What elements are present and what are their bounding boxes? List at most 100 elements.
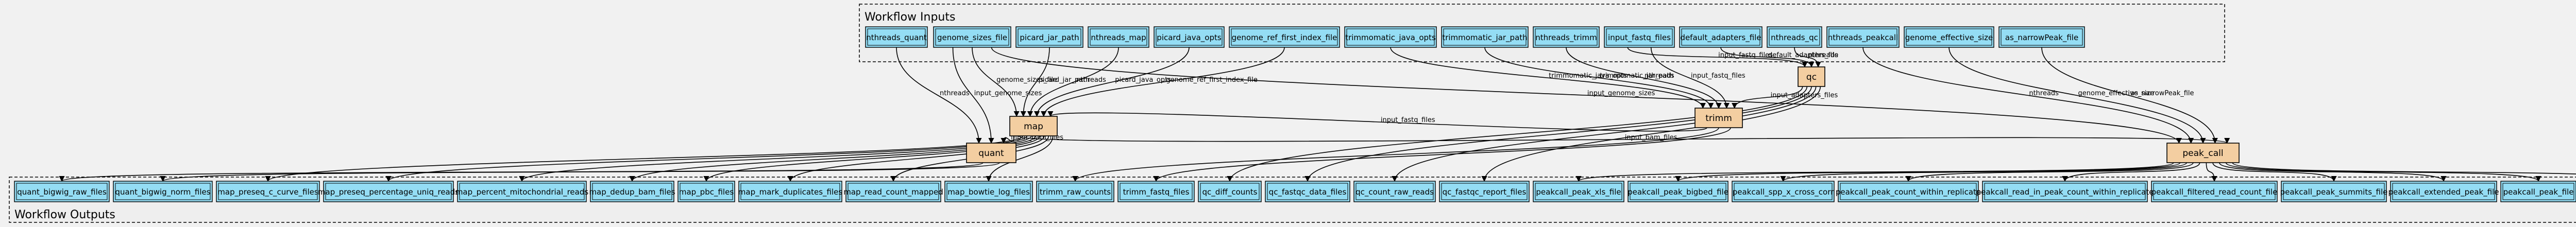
input-node-genome_sizes_file[interactable]: genome_sizes_file bbox=[933, 26, 1011, 48]
node-box bbox=[1628, 181, 1728, 202]
node-label: trimmomatic_java_opts bbox=[1345, 33, 1436, 43]
edge-peak_call-to-peakcall_spp_x_cross_corr bbox=[1780, 162, 2187, 182]
step-node-qc[interactable]: qc bbox=[1798, 66, 1825, 87]
step-node-map[interactable]: map bbox=[1009, 116, 1058, 136]
node-label: map_pbc_files bbox=[679, 187, 734, 197]
output-node-qc_count_raw_reads[interactable]: qc_count_raw_reads bbox=[1353, 181, 1436, 202]
edge-label: picard_java_opts bbox=[1115, 76, 1171, 84]
node-label: qc_fastqc_data_files bbox=[1269, 187, 1347, 197]
input-node-genome_ref_first_index_file[interactable]: genome_ref_first_index_file bbox=[1229, 26, 1340, 48]
edge-qc-to-qc_diff_counts bbox=[1227, 86, 1808, 182]
output-node-peakcall_extended_peak_file[interactable]: peakcall_extended_peak_file bbox=[2388, 181, 2499, 202]
output-node-quant_bigwig_raw_files[interactable]: quant_bigwig_raw_files bbox=[14, 181, 110, 202]
output-node-qc_fastqc_report_files[interactable]: qc_fastqc_report_files bbox=[1439, 181, 1530, 202]
output-node-map_preseq_c_curve_files[interactable]: map_preseq_c_curve_files bbox=[216, 181, 320, 202]
node-box bbox=[1229, 26, 1340, 48]
edge-label: nthreads bbox=[2029, 90, 2059, 97]
node-box bbox=[845, 181, 941, 202]
node-box bbox=[113, 181, 213, 202]
input-node-trimmomatic_java_opts[interactable]: trimmomatic_java_opts bbox=[1344, 26, 1437, 48]
node-box bbox=[2166, 143, 2240, 163]
node-box bbox=[1533, 181, 1624, 202]
output-node-peakcall_read_in_peak_count_within_replicate[interactable]: peakcall_read_in_peak_count_within_repli… bbox=[1976, 181, 2154, 202]
inputs-cluster-title: Workflow Inputs bbox=[865, 11, 955, 24]
output-node-map_mark_duplicates_files[interactable]: map_mark_duplicates_files bbox=[738, 181, 843, 202]
node-box bbox=[1009, 116, 1058, 136]
node-label: peakcall_peak_summits_file bbox=[2280, 187, 2388, 197]
node-label: trimmomatic_jar_path bbox=[1442, 33, 1527, 43]
edge-label: input_fastq_files bbox=[1691, 72, 1745, 80]
output-node-peakcall_filtered_read_count_file[interactable]: peakcall_filtered_read_count_file bbox=[2151, 181, 2278, 202]
edge-input_fastq_files-to-trimm bbox=[1650, 47, 1730, 109]
output-node-map_preseq_percentage_uniq_reads[interactable]: map_preseq_percentage_uniq_reads bbox=[318, 181, 459, 202]
input-node-as_narrowPeak_file[interactable]: as_narrowPeak_file bbox=[1998, 26, 2085, 48]
output-node-qc_diff_counts[interactable]: qc_diff_counts bbox=[1198, 181, 1262, 202]
output-node-peakcall_peak_file[interactable]: peakcall_peak_file bbox=[2500, 181, 2576, 202]
input-node-nthreads_peakcall[interactable]: nthreads_peakcall bbox=[1826, 26, 1900, 48]
output-node-peakcall_peak_count_within_replicate[interactable]: peakcall_peak_count_within_replicate bbox=[1836, 181, 1981, 202]
edge-nthreads_trimm-to-trimm bbox=[1566, 47, 1722, 109]
node-inner-border bbox=[1018, 28, 1081, 46]
output-node-map_read_count_mapped[interactable]: map_read_count_mapped bbox=[843, 181, 943, 202]
node-box bbox=[1838, 181, 1979, 202]
node-box bbox=[1679, 26, 1762, 48]
input-node-input_fastq_files[interactable]: input_fastq_files bbox=[1604, 26, 1675, 48]
node-label: picard_jar_path bbox=[1020, 33, 1079, 43]
input-node-default_adapters_file[interactable]: default_adapters_file bbox=[1679, 26, 1762, 48]
output-node-trimm_raw_counts[interactable]: trimm_raw_counts bbox=[1036, 181, 1114, 202]
edge-label: nthreads bbox=[940, 90, 970, 97]
node-label: map_mark_duplicates_files bbox=[738, 187, 843, 197]
output-node-peakcall_spp_x_cross_corr[interactable]: peakcall_spp_x_cross_corr bbox=[1732, 181, 1835, 202]
input-node-nthreads_quant[interactable]: nthreads_quant bbox=[865, 26, 928, 48]
step-node-peak_call[interactable]: peak_call bbox=[2166, 143, 2240, 163]
step-node-quant[interactable]: quant bbox=[966, 143, 1016, 163]
output-node-qc_fastqc_data_files[interactable]: qc_fastqc_data_files bbox=[1265, 181, 1350, 202]
node-box bbox=[323, 181, 454, 202]
node-inner-border bbox=[2392, 183, 2495, 200]
node-inner-border bbox=[1630, 183, 1726, 200]
output-node-map_pbc_files[interactable]: map_pbc_files bbox=[677, 181, 735, 202]
output-node-map_percent_mitochondrial_reads[interactable]: map_percent_mitochondrial_reads bbox=[455, 181, 589, 202]
node-inner-border bbox=[1355, 183, 1434, 200]
node-label: peakcall_read_in_peak_count_within_repli… bbox=[1976, 187, 2154, 197]
node-box bbox=[1732, 181, 1835, 202]
input-node-picard_jar_path[interactable]: picard_jar_path bbox=[1015, 26, 1083, 48]
input-node-picard_java_opts[interactable]: picard_java_opts bbox=[1154, 26, 1225, 48]
node-box bbox=[1533, 26, 1600, 48]
node-inner-border bbox=[740, 183, 840, 200]
edge-map-to-map_mark_duplicates_files bbox=[787, 135, 1045, 182]
output-node-peakcall_peak_xls_file[interactable]: peakcall_peak_xls_file bbox=[1533, 181, 1624, 202]
node-inner-border bbox=[1984, 183, 2146, 200]
node-label: trimm bbox=[1705, 113, 1732, 124]
output-node-peakcall_peak_summits_file[interactable]: peakcall_peak_summits_file bbox=[2280, 181, 2388, 202]
output-node-map_bowtie_log_files[interactable]: map_bowtie_log_files bbox=[944, 181, 1033, 202]
edge-quant-to-quant_bigwig_norm_files bbox=[160, 162, 1000, 182]
output-node-peakcall_peak_bigbed_file[interactable]: peakcall_peak_bigbed_file bbox=[1628, 181, 1728, 202]
output-node-map_dedup_bam_files[interactable]: map_dedup_bam_files bbox=[589, 181, 675, 202]
output-node-quant_bigwig_norm_files[interactable]: quant_bigwig_norm_files bbox=[113, 181, 213, 202]
input-node-nthreads_qc[interactable]: nthreads_qc bbox=[1767, 26, 1822, 48]
node-inner-border bbox=[1156, 28, 1223, 46]
edge-genome_effective_size-to-peak_call bbox=[1948, 47, 2206, 144]
node-label: qc bbox=[1806, 72, 1817, 82]
edge-label: input_bam_files bbox=[1625, 134, 1677, 142]
edge-label: input_fastq_files bbox=[1718, 51, 1773, 59]
node-inner-border bbox=[1443, 28, 1527, 46]
edge-peak_call-to-peakcall_spp_x_cross_corr_plot bbox=[2232, 162, 2576, 174]
node-box bbox=[457, 181, 587, 202]
node-label: map_preseq_c_curve_files bbox=[217, 187, 318, 197]
input-node-nthreads_map[interactable]: nthreads_map bbox=[1088, 26, 1149, 48]
step-node-trimm[interactable]: trimm bbox=[1694, 108, 1743, 128]
node-inner-border bbox=[1231, 28, 1338, 46]
input-node-trimmomatic_jar_path[interactable]: trimmomatic_jar_path bbox=[1441, 26, 1529, 48]
node-box bbox=[944, 181, 1033, 202]
input-node-nthreads_trimm[interactable]: nthreads_trimm bbox=[1533, 26, 1600, 48]
node-label: genome_ref_first_index_file bbox=[1232, 33, 1337, 43]
output-node-trimm_fastq_files[interactable]: trimm_fastq_files bbox=[1117, 181, 1195, 202]
node-inner-border bbox=[680, 183, 733, 200]
input-node-genome_effective_size[interactable]: genome_effective_size bbox=[1904, 26, 1994, 48]
node-inner-border bbox=[592, 183, 672, 200]
edge-nthreads_peakcall-to-peak_call bbox=[1862, 47, 2194, 144]
edge-trimm-to-trimm_raw_counts bbox=[1072, 127, 1719, 182]
